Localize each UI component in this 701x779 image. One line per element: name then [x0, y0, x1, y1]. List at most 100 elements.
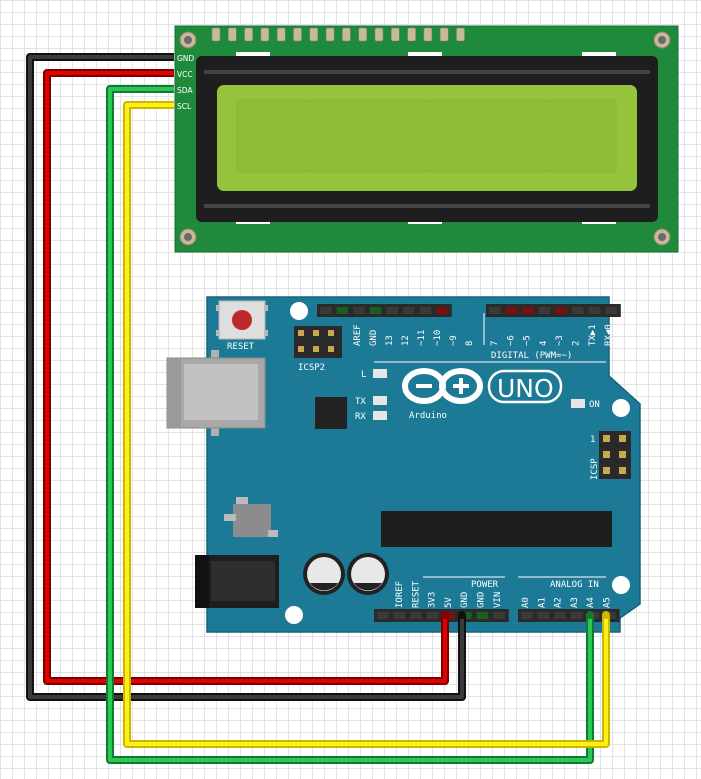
uno-mount-hole — [285, 606, 303, 624]
header-pin[interactable] — [393, 612, 406, 619]
pin-label: IOREF — [395, 581, 405, 608]
lcd-header-pin — [211, 27, 221, 42]
lcd-character-cell — [308, 99, 331, 136]
header-pin[interactable] — [522, 307, 534, 314]
header-pin[interactable] — [353, 307, 365, 314]
usb-connector — [166, 350, 266, 436]
pin-label: 13 — [385, 335, 395, 346]
capacitor — [303, 553, 345, 595]
reset-button[interactable] — [216, 300, 268, 340]
pin-label: A3 — [570, 597, 580, 608]
led-on — [571, 399, 585, 408]
pin-label: A0 — [521, 597, 531, 608]
header-pin[interactable] — [403, 307, 415, 314]
lcd-header-pin — [228, 27, 237, 42]
uno-board — [206, 296, 641, 633]
lcd-header-pins — [211, 27, 465, 42]
lcd-character-cell — [355, 99, 379, 136]
pin-label: 2 — [572, 341, 582, 346]
pin-label: GND — [369, 330, 379, 346]
logo-uno-text: UNO — [497, 374, 554, 403]
lcd-pin-vcc-label: VCC — [177, 70, 193, 79]
header-pin[interactable] — [426, 612, 439, 619]
lcd-module: GND VCC SDA SCL — [174, 25, 679, 253]
lcd-character-cell — [260, 99, 284, 136]
pin-label: A2 — [554, 597, 564, 608]
lcd-header-pin — [391, 27, 400, 42]
header-pin[interactable] — [555, 307, 567, 314]
lcd-header-pin — [325, 27, 335, 42]
header-pin[interactable] — [443, 612, 455, 619]
lcd-character-cell — [308, 136, 331, 173]
usb-chip — [315, 397, 347, 429]
lcd-character-cell — [331, 136, 355, 173]
lcd-header-pin — [407, 27, 416, 42]
header-pin[interactable] — [369, 307, 382, 314]
pin-label: TX▶1 — [588, 324, 598, 346]
infinity-logo-icon — [402, 368, 483, 404]
lcd-character-cell — [474, 99, 498, 136]
header-pin[interactable] — [554, 612, 566, 619]
header-pin[interactable] — [572, 307, 584, 314]
atmega-chip — [381, 511, 612, 547]
logo-brand-text: Arduino — [409, 411, 447, 421]
voltage-regulator — [224, 497, 278, 537]
lcd-character-cell — [403, 136, 426, 173]
pin-label: RESET — [411, 580, 421, 608]
lcd-character-cell — [379, 136, 403, 173]
lcd-character-cell — [260, 136, 284, 173]
lcd-header-pin — [342, 27, 351, 42]
header-pin[interactable] — [336, 307, 349, 314]
header-pin[interactable] — [436, 307, 448, 314]
lcd-header-pin — [276, 27, 286, 42]
lcd-character-cell — [569, 136, 593, 173]
header-pin[interactable] — [588, 307, 601, 314]
pin-label: 4 — [539, 341, 549, 346]
header-pin[interactable] — [476, 612, 489, 619]
lcd-header-pin — [374, 27, 384, 42]
pin-label: 12 — [401, 335, 411, 346]
lcd-header-pin — [244, 27, 253, 42]
arduino-logo: UNO Arduino — [402, 368, 563, 421]
lcd-character-cell — [593, 99, 617, 136]
header-pin[interactable] — [570, 612, 583, 619]
lcd-header-pin — [439, 27, 449, 42]
pin-label: ~9 — [449, 335, 459, 346]
header-pin[interactable] — [505, 307, 518, 314]
uno-mount-hole — [612, 399, 630, 417]
header-pin[interactable] — [386, 307, 398, 314]
led-l-label: L — [361, 370, 366, 380]
lcd-header-pin — [423, 27, 433, 42]
power-label: POWER — [471, 580, 499, 590]
lcd-character-cell — [236, 136, 260, 173]
lcd-pin-scl-label: SCL — [177, 102, 192, 111]
header-pin[interactable] — [320, 307, 332, 314]
icsp2-label: ICSP2 — [298, 363, 325, 373]
pin-label: ~5 — [523, 335, 533, 346]
header-pin[interactable] — [493, 612, 505, 619]
header-pin[interactable] — [521, 612, 533, 619]
header-pin[interactable] — [419, 307, 432, 314]
header-pin[interactable] — [537, 612, 550, 619]
led-tx — [373, 396, 387, 405]
lcd-character-cell — [546, 136, 569, 173]
digital-header-left — [317, 304, 452, 317]
uno-mount-hole — [612, 576, 630, 594]
lcd-character-cell — [284, 136, 307, 173]
header-pin[interactable] — [377, 612, 389, 619]
lcd-header-pin — [358, 27, 367, 42]
led-tx-label: TX — [355, 397, 366, 407]
lcd-character-cell — [474, 136, 498, 173]
header-pin[interactable] — [605, 307, 617, 314]
lcd-character-cell — [403, 99, 426, 136]
pin-label: ~11 — [417, 330, 427, 346]
header-pin[interactable] — [538, 307, 551, 314]
pin-label: A5 — [603, 597, 613, 608]
header-pin[interactable] — [489, 307, 501, 314]
pin-label: 7 — [490, 341, 500, 346]
header-pin[interactable] — [410, 612, 422, 619]
lcd-header-pin — [456, 27, 465, 42]
icsp-pin1-label: 1 — [590, 435, 595, 445]
